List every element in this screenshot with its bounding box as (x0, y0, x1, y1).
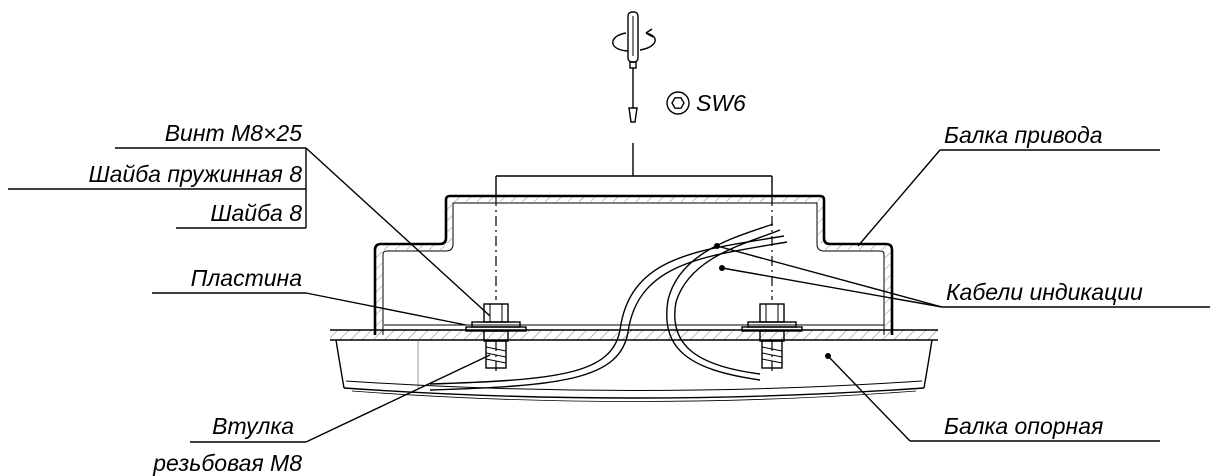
label-indicator-cables: Кабели индикации (946, 279, 1143, 305)
label-bushing-line2: резьбовая М8 (152, 450, 302, 476)
fastener-left (465, 196, 527, 372)
fastener-right (741, 196, 803, 372)
label-support-beam: Балка опорная (944, 413, 1103, 439)
drive-beam (373, 194, 894, 335)
support-beam (330, 329, 938, 402)
label-washer: Шайба 8 (210, 200, 302, 226)
label-plate: Пластина (191, 265, 302, 291)
label-screw: Винт М8×25 (165, 120, 303, 146)
label-spring-washer: Шайба пружинная 8 (88, 161, 302, 187)
label-bushing-line1: Втулка (212, 413, 294, 439)
rotation-arrow-icon (612, 28, 656, 52)
tool-leader (495, 143, 773, 196)
label-drive-beam: Балка привода (944, 122, 1103, 148)
indicator-cables (429, 223, 788, 391)
label-leaders (8, 147, 1210, 443)
socket-size-label: SW6 (696, 90, 746, 116)
hex-socket-icon (666, 91, 690, 115)
screwdriver-icon (627, 11, 639, 123)
